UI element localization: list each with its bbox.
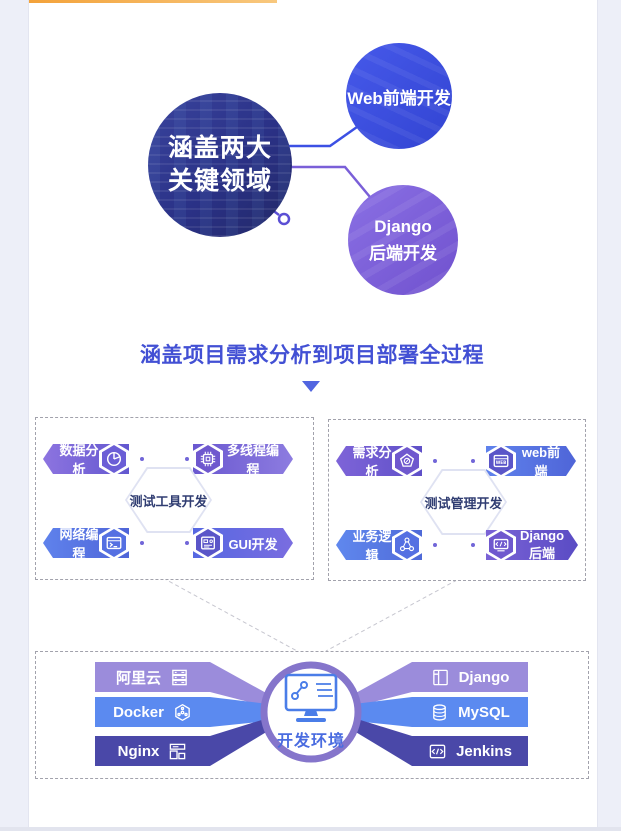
server-rack-icon bbox=[172, 669, 187, 685]
main-circle-line1: 涵盖两大 bbox=[167, 134, 272, 162]
pentagon-icon bbox=[399, 453, 415, 467]
test-management-panel: 需求分析 web前端 WEB bbox=[328, 419, 586, 581]
bottom-strip bbox=[0, 827, 621, 831]
window-panel-icon bbox=[432, 669, 448, 685]
connector-dot bbox=[140, 541, 144, 545]
pie-chart-icon bbox=[106, 451, 122, 467]
connector-dot bbox=[433, 543, 437, 547]
badge-label: 网络编程 bbox=[59, 527, 99, 561]
bar-label-mysql: MySQL bbox=[412, 697, 528, 727]
center-hexagon: 测试工具开发 bbox=[125, 467, 212, 533]
panel-center-label: 测试工具开发 bbox=[127, 469, 210, 531]
database-icon bbox=[433, 703, 447, 721]
bar-text: Jenkins bbox=[456, 742, 512, 760]
code-window-icon bbox=[493, 538, 509, 552]
section-title: 涵盖项目需求分析到项目部署全过程 bbox=[140, 344, 484, 367]
dev-environment-label: 开发环境 bbox=[276, 733, 345, 750]
terminal-icon bbox=[106, 536, 122, 550]
connector-dot bbox=[433, 459, 437, 463]
badge-label: Django后端 bbox=[519, 528, 565, 561]
django-circle-line2: 后端开发 bbox=[369, 244, 437, 263]
cpu-icon bbox=[200, 451, 216, 467]
web-frontend-circle: Web前端开发 bbox=[346, 43, 452, 149]
gui-window-icon bbox=[201, 536, 215, 550]
connector-dot bbox=[185, 541, 189, 545]
bar-text: MySQL bbox=[458, 703, 510, 721]
connector-dot bbox=[140, 457, 144, 461]
docker-hex-icon bbox=[175, 703, 190, 721]
bar-label-jenkins: Jenkins bbox=[412, 736, 528, 766]
bar-label-nginx: Nginx bbox=[95, 736, 210, 766]
test-tool-panel: 数据分析 多线程编程 测试工具开 bbox=[35, 417, 314, 580]
main-circle-line2: 关键领域 bbox=[167, 167, 272, 195]
main-topic-circle: 涵盖两大 关键领域 bbox=[148, 93, 292, 237]
bar-text: Nginx bbox=[117, 742, 160, 760]
web-circle-label: Web前端开发 bbox=[347, 88, 451, 108]
connector-dot bbox=[471, 459, 475, 463]
browser-web-icon: WEB bbox=[493, 454, 509, 468]
badge-label: GUI开发 bbox=[228, 536, 278, 552]
django-backend-circle: Django 后端开发 bbox=[348, 185, 458, 295]
badge-label: web前端 bbox=[521, 445, 561, 479]
bar-label-aliyun: 阿里云 bbox=[95, 662, 210, 692]
connector-dot bbox=[185, 457, 189, 461]
down-arrow-icon bbox=[302, 381, 320, 392]
bar-text: Docker bbox=[113, 703, 164, 721]
bar-label-django: Django bbox=[412, 662, 528, 692]
bar-label-docker: Docker bbox=[95, 697, 210, 727]
panel-center-label: 测试管理开发 bbox=[422, 471, 505, 533]
code-badge-icon bbox=[429, 744, 446, 758]
connector-dot bbox=[471, 543, 475, 547]
svg-text:WEB: WEB bbox=[496, 460, 507, 465]
badge-label: 数据分析 bbox=[59, 443, 99, 477]
bar-text: 阿里云 bbox=[115, 669, 161, 687]
badge-label: 多线程编程 bbox=[226, 443, 279, 477]
window-grid-icon bbox=[170, 743, 186, 759]
top-accent-bar bbox=[29, 0, 277, 3]
dev-environment-box bbox=[35, 651, 589, 779]
center-hexagon: 测试管理开发 bbox=[420, 469, 507, 535]
share-nodes-icon bbox=[399, 537, 415, 552]
badge-label: 业务逻辑 bbox=[352, 529, 392, 563]
django-circle-line1: Django bbox=[374, 217, 432, 236]
badge-label: 需求分析 bbox=[352, 445, 392, 479]
bar-text: Django bbox=[458, 668, 510, 686]
